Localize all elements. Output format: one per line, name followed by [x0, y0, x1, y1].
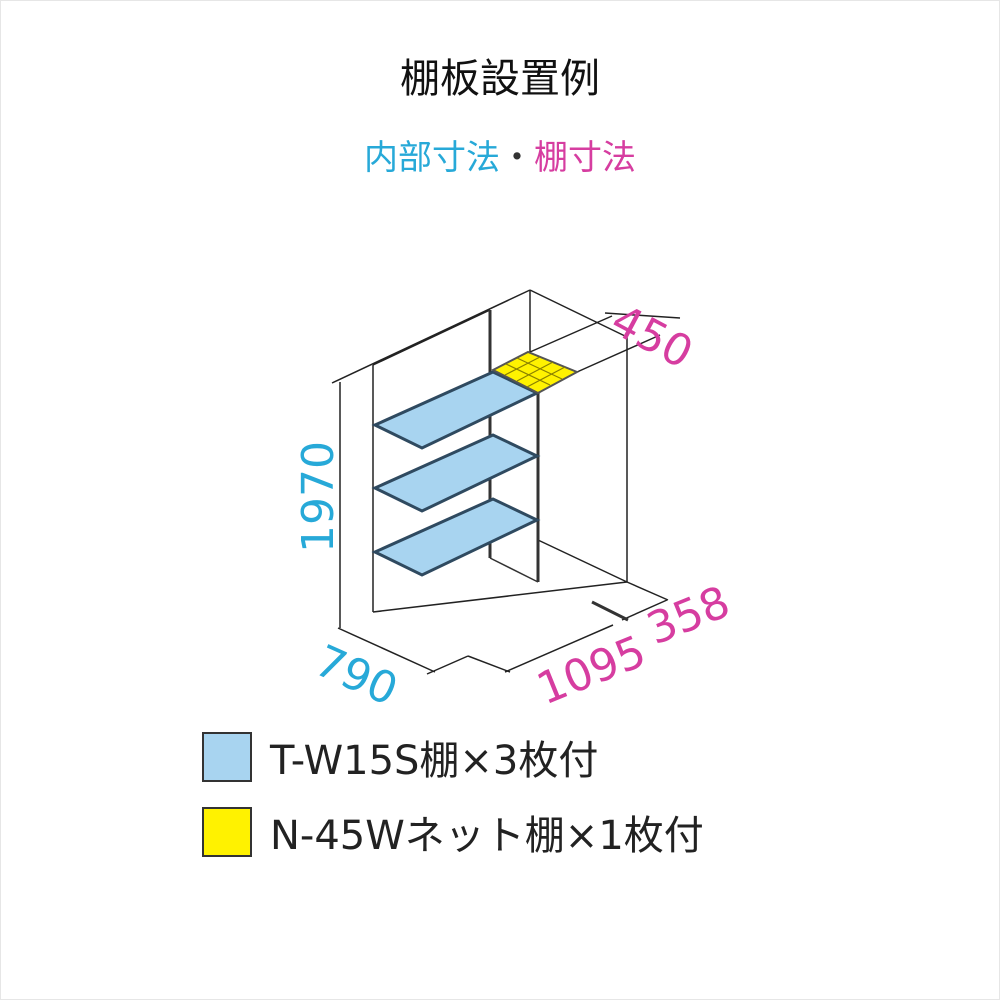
steel-shelves: [371, 370, 541, 577]
legend-swatch-blue: [202, 732, 252, 782]
subtitle: 内部寸法・棚寸法: [0, 130, 1000, 179]
legend-item-steel-shelf: T-W15S棚×3枚付: [202, 728, 598, 786]
shelf-1: [371, 370, 541, 450]
inner-dimension-label: 内部寸法: [364, 138, 500, 178]
net-shelf: [490, 350, 580, 395]
net-depth-dimension: 450: [603, 295, 701, 379]
net-width-dimension: 358: [640, 576, 737, 655]
height-dimension: 1970: [293, 441, 344, 553]
legend-swatch-yellow: [202, 807, 252, 857]
page-title: 棚板設置例: [400, 56, 600, 102]
depth-dimension: 790: [308, 635, 405, 716]
width-dimension: 1095: [530, 626, 653, 715]
legend-item-net-shelf: N-45Wネット棚×1枚付: [202, 803, 704, 861]
legend-label: N-45Wネット棚×1枚付: [270, 813, 704, 859]
shelf-dimension-label: 棚寸法: [534, 138, 636, 178]
shelf-3: [371, 497, 541, 577]
shelf-2: [371, 433, 541, 513]
separator: ・: [500, 138, 534, 178]
legend-label: T-W15S棚×3枚付: [270, 738, 599, 784]
storage-box-outline: [331, 289, 681, 675]
